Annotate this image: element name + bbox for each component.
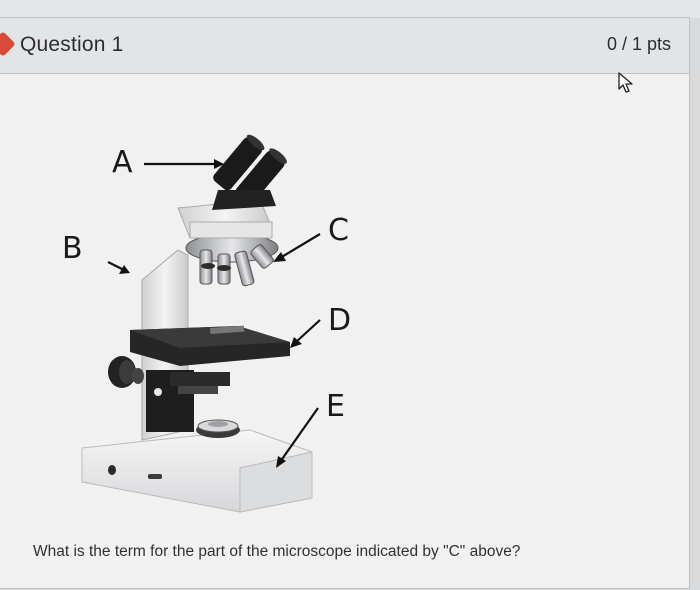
label-a: A <box>112 145 133 180</box>
flag-icon[interactable] <box>0 31 16 57</box>
label-d: D <box>328 303 352 338</box>
label-c: C <box>328 213 349 248</box>
microscope-image <box>81 134 321 513</box>
question-prompt: What is the term for the part of the mic… <box>33 543 521 560</box>
label-b: B <box>62 231 83 266</box>
microscope-figure: A B C D E <box>50 130 380 525</box>
mouse-pointer-icon <box>618 72 633 93</box>
question-title: Question 1 <box>20 33 124 56</box>
question-points: 0 / 1 pts <box>606 34 671 54</box>
question-header: Question 1 0 / 1 pts <box>0 18 689 74</box>
top-strip <box>0 0 700 18</box>
label-e: E <box>326 389 345 424</box>
question-card: Question 1 0 / 1 pts <box>0 17 690 589</box>
